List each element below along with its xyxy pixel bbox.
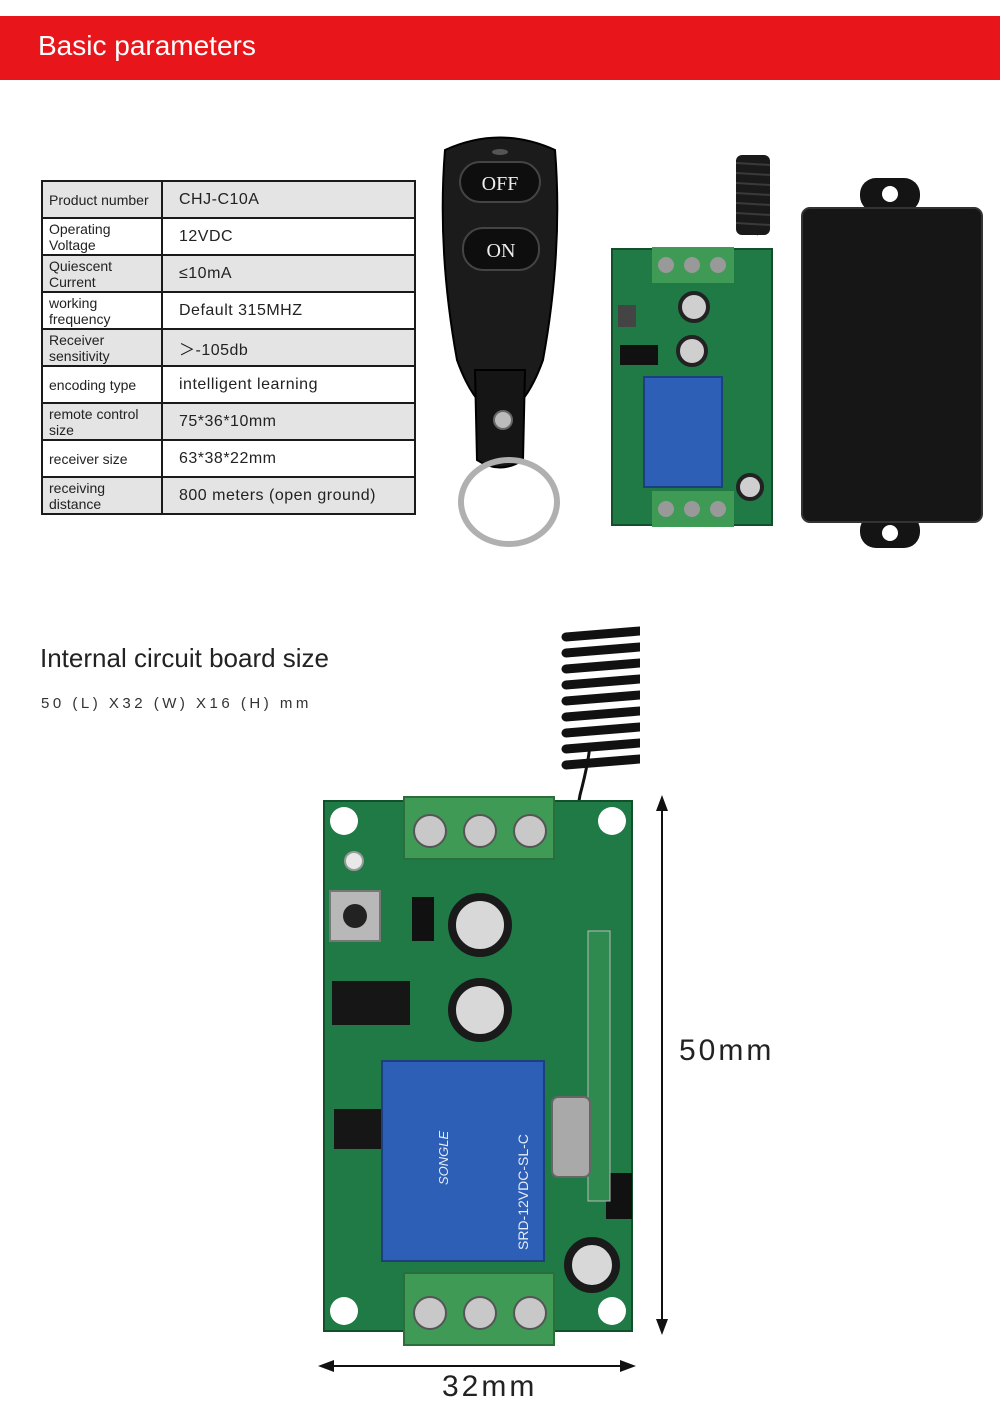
param-label: working frequency	[41, 291, 163, 330]
param-value: 800 meters (open ground)	[161, 476, 416, 515]
header-banner: Basic parameters	[0, 16, 1000, 80]
width-dimension-label: 32mm	[442, 1370, 538, 1403]
relay-brand: SONGLE	[436, 1130, 451, 1185]
height-dimension-arrow	[656, 795, 668, 1335]
param-label: receiving distance	[41, 476, 163, 515]
on-button-label: ON	[487, 240, 516, 262]
param-label: Product number	[41, 180, 163, 219]
receiver-case-image	[801, 178, 983, 548]
param-label: remote control size	[41, 402, 163, 441]
board-dimensions-text: 50 (L) X32 (W) X16 (H) mm	[41, 695, 312, 712]
section-title: Internal circuit board size	[40, 643, 330, 673]
param-value: Default 315MHZ	[161, 291, 416, 330]
circuit-board-image: SONGLE SRD-12VDC-SL-C	[323, 626, 640, 1346]
param-label: receiver size	[41, 439, 163, 478]
width-dimension-arrow	[318, 1360, 636, 1372]
remote-control-image: OFF ON	[441, 136, 560, 547]
param-value: ≤10mA	[161, 254, 416, 293]
param-value: 75*36*10mm	[161, 402, 416, 441]
param-label: Operating Voltage	[41, 217, 163, 256]
param-label: Receiver sensitivity	[41, 328, 163, 367]
table-row: Receiver sensitivity＞-105db	[41, 328, 416, 367]
param-label: Quiescent Current	[41, 254, 163, 293]
receiver-board-small-image	[611, 155, 773, 527]
table-row: Quiescent Current≤10mA	[41, 254, 416, 293]
param-value: intelligent learning	[161, 365, 416, 404]
off-button-label: OFF	[482, 173, 519, 195]
header-title: Basic parameters	[38, 30, 256, 61]
relay-model: SRD-12VDC-SL-C	[515, 1134, 531, 1250]
param-value: ＞-105db	[161, 328, 416, 367]
param-label: encoding type	[41, 365, 163, 404]
param-value: 12VDC	[161, 217, 416, 256]
param-value: CHJ-C10A	[161, 180, 416, 219]
height-dimension-label: 50mm	[679, 1034, 775, 1067]
param-value: 63*38*22mm	[161, 439, 416, 478]
